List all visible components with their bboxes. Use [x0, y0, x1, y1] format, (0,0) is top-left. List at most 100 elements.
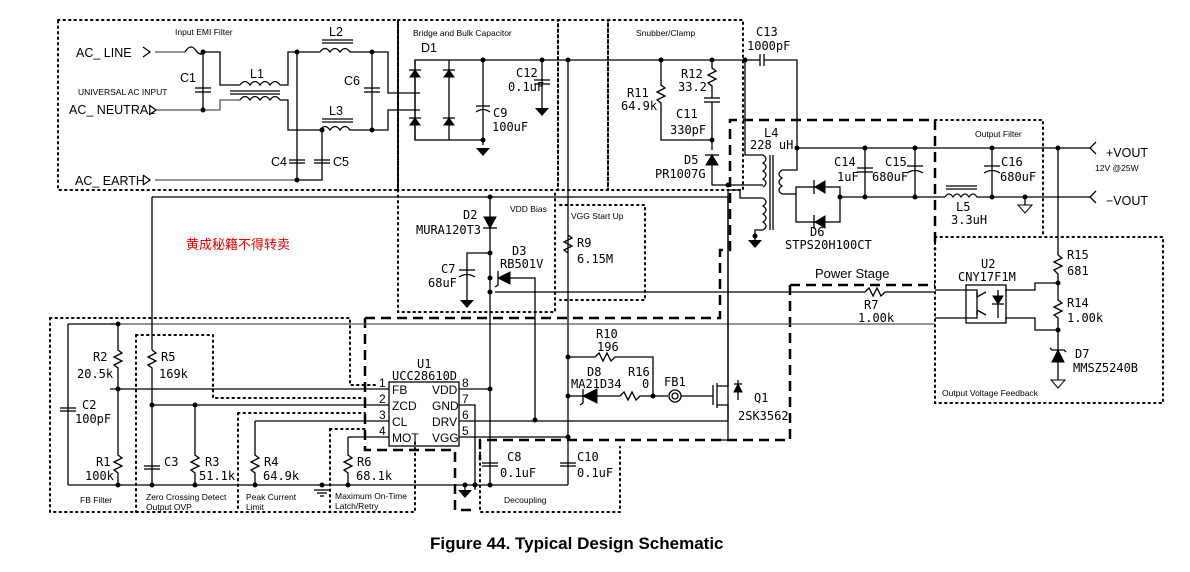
u1-pin-name: ZCD: [392, 399, 417, 413]
value-c12: 0.1uF: [508, 80, 544, 94]
section-output-filter: Output Filter: [975, 129, 1022, 139]
ref-r14: R14: [1067, 296, 1089, 310]
section-zcd-line2: Output OVP: [146, 502, 192, 512]
ref-l1: L1: [250, 67, 264, 81]
u1-pin-name: VGG: [432, 431, 459, 445]
value-r10: 196: [597, 340, 619, 354]
value-r14: 1.00k: [1067, 311, 1104, 325]
ref-d1: D1: [421, 41, 437, 55]
section-peak-line1: Peak Current: [246, 492, 297, 502]
ref-c1: C1: [180, 71, 196, 85]
ref-fb1: FB1: [664, 375, 686, 389]
value-c13: 1000pF: [747, 39, 790, 53]
ref-d6: D6: [810, 225, 824, 239]
value-r6: 68.1k: [356, 469, 393, 483]
ref-u1: U1: [417, 357, 431, 371]
section-decoupling: Decoupling: [504, 495, 547, 505]
value-c15: 680uF: [872, 170, 908, 184]
u1-pin-name: GND: [432, 399, 459, 413]
value-r1: 100k: [85, 469, 115, 483]
value-r2: 20.5k: [77, 367, 114, 381]
ref-c16: C16: [1001, 155, 1023, 169]
ref-l4: L4: [764, 126, 778, 140]
value-d7: MMSZ5240B: [1073, 361, 1138, 375]
value-r5: 169k: [159, 367, 189, 381]
labels: Input EMI Filter Bridge and Bulk Capacit…: [69, 25, 1148, 553]
label-rating: 12V @25W: [1095, 163, 1139, 173]
ref-c15: C15: [885, 155, 907, 169]
ref-r6: R6: [357, 455, 371, 469]
value-c8: 0.1uF: [500, 466, 536, 480]
u1-pin-num: 7: [462, 392, 469, 406]
section-power-stage: Power Stage: [815, 266, 889, 281]
u1-pin-name: FB: [392, 383, 407, 397]
port-vout-pos: +VOUT: [1106, 146, 1148, 160]
value-c14: 1uF: [837, 170, 859, 184]
ref-l3: L3: [329, 104, 343, 118]
value-r9: 6.15M: [577, 252, 613, 266]
ref-r4: R4: [264, 455, 278, 469]
vdd-bias-wiring: [151, 194, 728, 440]
snubber-wiring: [655, 54, 798, 188]
ref-c8: C8: [507, 450, 521, 464]
ref-q1: Q1: [754, 391, 768, 405]
ref-c7: C7: [441, 262, 455, 276]
value-l4: 228 uH: [750, 138, 793, 152]
u1-pin-num: 6: [462, 408, 469, 422]
value-c16: 680uF: [1000, 170, 1036, 184]
section-vgg-startup: VGG Start Up: [571, 211, 624, 221]
value-r15: 681: [1067, 264, 1089, 278]
ref-c10: C10: [577, 450, 599, 464]
port-ac-line: AC_ LINE: [76, 46, 132, 60]
port-vout-neg: −VOUT: [1106, 194, 1148, 208]
value-r11: 64.9k: [621, 99, 658, 113]
section-mot-line1: Maximum On-Time: [335, 491, 407, 501]
u1-controller: [110, 381, 728, 490]
ref-c12: C12: [516, 66, 538, 80]
value-u2: CNY17F1M: [958, 270, 1016, 284]
ref-d5: D5: [684, 153, 698, 167]
transformer-output-wiring: [720, 141, 1097, 441]
value-c2: 100pF: [75, 412, 111, 426]
u1-pin-num: 3: [379, 408, 386, 422]
u1-pin-name: CL: [392, 415, 408, 429]
section-output-voltage-feedback: Output Voltage Feedback: [942, 388, 1039, 398]
gate-drive-wiring: [565, 197, 743, 420]
label-universal-ac: UNIVERSAL AC INPUT: [78, 87, 167, 97]
ref-r12: R12: [681, 67, 703, 81]
decoupling-wiring: [465, 440, 576, 488]
u1-pin-name: VDD: [432, 383, 458, 397]
ref-d3: D3: [512, 244, 526, 258]
port-ac-neutral: AC_ NEUTRAL: [69, 103, 155, 117]
value-d5: PR1007G: [655, 167, 706, 181]
value-d3: RB501V: [500, 257, 543, 271]
fb-network-wiring: [60, 321, 472, 498]
ref-c6: C6: [344, 74, 360, 88]
ref-r5: R5: [161, 350, 175, 364]
ref-l2: L2: [329, 25, 343, 39]
section-snubber-clamp: Snubber/Clamp: [636, 28, 695, 38]
value-l5: 3.3uH: [951, 213, 987, 227]
value-d8: MA21D34: [571, 377, 622, 391]
ref-r9: R9: [577, 236, 591, 250]
value-q1: 2SK3562: [738, 409, 789, 423]
value-c7: 68uF: [428, 276, 457, 290]
u1-pin-num: 8: [462, 376, 469, 390]
value-u1: UCC28610D: [392, 369, 457, 383]
section-zcd-line1: Zero Crossing Detect: [146, 492, 227, 502]
ref-d8: D8: [587, 365, 601, 379]
feedback-wiring: [110, 254, 1067, 389]
ref-r10: R10: [596, 327, 618, 341]
section-borders: [49, 19, 1164, 513]
u1-pin-name: MOT: [392, 431, 419, 445]
value-r16: 0: [642, 377, 649, 391]
u1-pin-name: DRV: [432, 415, 457, 429]
figure-caption: Figure 44. Typical Design Schematic: [430, 534, 724, 553]
ref-c3: C3: [164, 455, 178, 469]
value-c11: 330pF: [670, 123, 706, 137]
bridge-wiring: [409, 57, 745, 440]
ref-l5: L5: [956, 200, 970, 214]
ref-c14: C14: [834, 155, 856, 169]
ref-c4: C4: [271, 155, 287, 169]
value-r12: 33.2: [678, 80, 707, 94]
